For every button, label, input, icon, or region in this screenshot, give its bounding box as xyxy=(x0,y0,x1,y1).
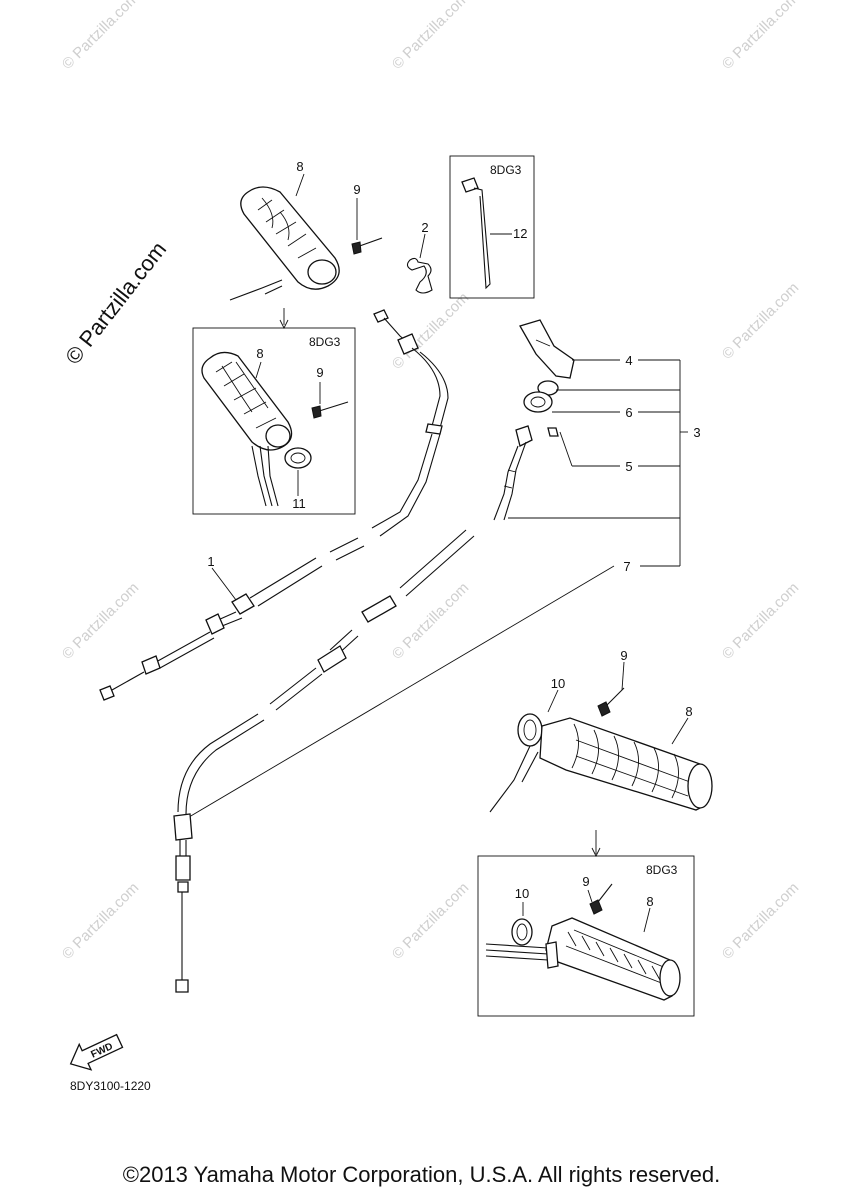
grip-box3 xyxy=(485,883,681,1001)
grip-top-left xyxy=(229,173,383,301)
watermark-grid: © Partzilla.com © Partzilla.com © Partzi… xyxy=(59,0,802,963)
watermark: © Partzilla.com xyxy=(389,879,472,962)
grip-box1 xyxy=(201,351,349,507)
grip-right xyxy=(489,661,713,813)
callout-9-right: 9 xyxy=(620,648,627,663)
watermark: © Partzilla.com xyxy=(719,0,802,73)
callout-10-right: 10 xyxy=(551,676,565,691)
watermark: © Partzilla.com xyxy=(59,0,142,73)
callout-11: 11 xyxy=(292,496,306,511)
callout-9-box3: 9 xyxy=(582,874,589,889)
copyright-notice: ©2013 Yamaha Motor Corporation, U.S.A. A… xyxy=(122,1162,721,1187)
box-8dg3-top xyxy=(449,155,535,299)
watermark: © Partzilla.com xyxy=(719,579,802,662)
watermark: © Partzilla.com xyxy=(389,289,472,372)
callout-4: 4 xyxy=(625,353,632,368)
callout-6: 6 xyxy=(625,405,632,420)
callout-3: 3 xyxy=(693,425,700,440)
watermark: © Partzilla.com xyxy=(719,279,802,362)
fwd-arrow-icon: FWD xyxy=(69,1033,124,1071)
watermark: © Partzilla.com xyxy=(59,879,142,962)
box-label: 8DG3 xyxy=(646,863,678,877)
box-8dg3-bottom xyxy=(477,855,695,1017)
callout-2: 2 xyxy=(421,220,428,235)
fwd-label: FWD xyxy=(89,1041,114,1061)
watermark: © Partzilla.com xyxy=(719,879,802,962)
callout-10-box3: 10 xyxy=(515,886,529,901)
box-label: 8DG3 xyxy=(490,163,522,177)
watermark: © Partzilla.com xyxy=(389,0,472,73)
callout-8-box3: 8 xyxy=(646,894,653,909)
callout-7: 7 xyxy=(623,559,630,574)
box-label: 8DG3 xyxy=(309,335,341,349)
cable-part-7 xyxy=(173,529,475,993)
callout-8-box1: 8 xyxy=(256,346,263,361)
callout-bracket-3 xyxy=(183,359,688,821)
watermark-main: © Partzilla.com xyxy=(60,237,171,369)
callout-1: 1 xyxy=(207,554,214,569)
diagram-code: 8DY3100-1220 xyxy=(70,1079,151,1093)
tie-part-12 xyxy=(461,177,512,290)
clip-part-2 xyxy=(406,233,433,294)
cable-part-1 xyxy=(99,309,449,701)
callout-12: 12 xyxy=(513,226,527,241)
callout-8-top: 8 xyxy=(296,159,303,174)
box-8dg3-left xyxy=(192,327,356,515)
callout-5: 5 xyxy=(625,459,632,474)
callout-8-right: 8 xyxy=(685,704,692,719)
watermark: © Partzilla.com xyxy=(59,579,142,662)
throttle-lever-assembly xyxy=(493,319,575,521)
callout-9-box1: 9 xyxy=(316,365,323,380)
watermark: © Partzilla.com xyxy=(389,579,472,662)
callout-9-top: 9 xyxy=(353,182,360,197)
